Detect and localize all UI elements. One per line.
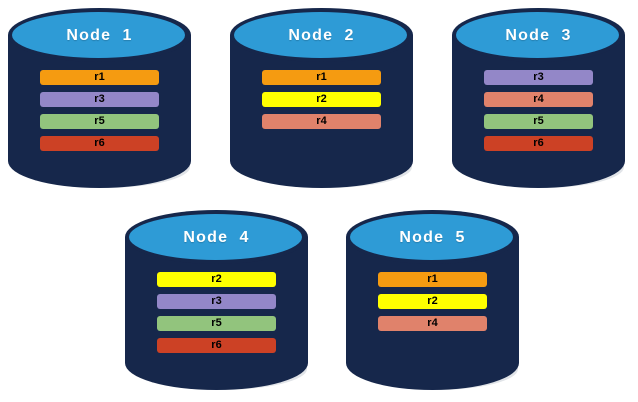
node-title: Node 3 <box>505 27 572 44</box>
replica-bar[interactable]: r5 <box>157 316 276 331</box>
replica-bar[interactable]: r1 <box>378 272 487 287</box>
replica-bar[interactable]: r3 <box>157 294 276 309</box>
replica-list: r1 r2 r4 <box>344 272 521 331</box>
replica-bar[interactable]: r6 <box>484 136 593 151</box>
replica-bar[interactable]: r6 <box>157 338 276 353</box>
replica-bar[interactable]: r2 <box>378 294 487 309</box>
replica-bar[interactable]: r5 <box>40 114 159 129</box>
cylinder-top-face <box>350 214 513 260</box>
cylinder-top-face <box>234 12 407 58</box>
node-cylinder[interactable]: Node 3 r3 r4 r5 r6 <box>450 6 627 190</box>
replica-bar[interactable]: r4 <box>378 316 487 331</box>
node-title: Node 5 <box>399 229 466 246</box>
replica-bar[interactable]: r4 <box>484 92 593 107</box>
node-cylinder[interactable]: Node 5 r1 r2 r4 <box>344 208 521 392</box>
node-title: Node 1 <box>66 27 133 44</box>
replica-bar[interactable]: r3 <box>484 70 593 85</box>
replica-list: r1 r3 r5 r6 <box>6 70 193 151</box>
node-cylinder[interactable]: Node 4 r2 r3 r5 r6 <box>123 208 310 392</box>
replica-list: r1 r2 r4 <box>228 70 415 129</box>
node-title: Node 2 <box>288 27 355 44</box>
replica-bar[interactable]: r2 <box>157 272 276 287</box>
replica-list: r3 r4 r5 r6 <box>450 70 627 151</box>
cylinder-top-face <box>456 12 619 58</box>
replica-bar[interactable]: r5 <box>484 114 593 129</box>
replica-bar[interactable]: r2 <box>262 92 381 107</box>
node-cylinder[interactable]: Node 2 r1 r2 r4 <box>228 6 415 190</box>
replica-bar[interactable]: r1 <box>262 70 381 85</box>
node-cylinder[interactable]: Node 1 r1 r3 r5 r6 <box>6 6 193 190</box>
replica-bar[interactable]: r4 <box>262 114 381 129</box>
replica-bar[interactable]: r1 <box>40 70 159 85</box>
cylinder-top-face <box>129 214 302 260</box>
node-title: Node 4 <box>183 229 250 246</box>
replica-bar[interactable]: r6 <box>40 136 159 151</box>
cylinder-top-face <box>12 12 185 58</box>
replica-bar[interactable]: r3 <box>40 92 159 107</box>
replica-list: r2 r3 r5 r6 <box>123 272 310 353</box>
